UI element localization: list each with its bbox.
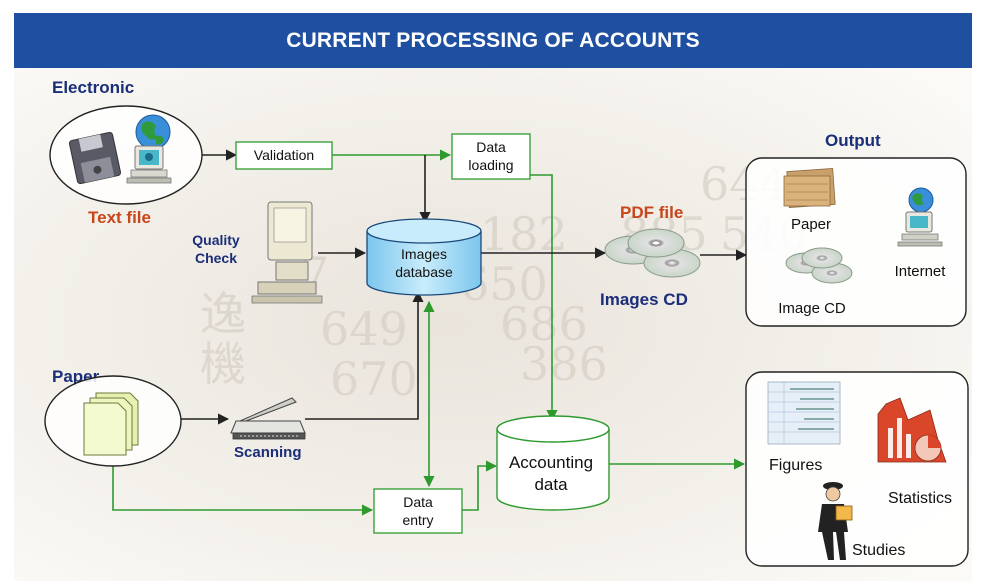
scanner-icon [230, 397, 306, 440]
bar-chart-icon [877, 397, 947, 463]
globe-icon [135, 114, 171, 150]
svg-text:機: 機 [200, 337, 246, 391]
accounting-label-1: Accounting [509, 453, 593, 472]
output-paper-label: Paper [791, 216, 831, 233]
output-heading: Output [825, 131, 881, 150]
flow-scanner-imagesdb [305, 290, 424, 420]
svg-text:逸: 逸 [200, 287, 246, 341]
cd-icon [785, 247, 853, 284]
output-internet-label: Internet [895, 263, 947, 280]
data-entry-label-1: Data [403, 494, 433, 510]
paper-sheets-icon [83, 392, 139, 456]
data-loading-label-2: loading [468, 157, 513, 173]
computer-icon [251, 201, 323, 304]
scanning-label: Scanning [234, 444, 302, 461]
svg-text:182: 182 [480, 207, 568, 261]
pdf-file-label: PDF file [620, 203, 683, 222]
quality-check-label-1: Quality [192, 232, 240, 248]
data-entry-box [373, 488, 463, 534]
quality-check-label-2: Check [195, 250, 237, 266]
spreadsheet-icon [767, 381, 841, 445]
studies-label: Studies [852, 542, 905, 559]
images-database-label-2: database [395, 264, 453, 280]
computer-icon [126, 145, 172, 184]
statistics-label: Statistics [888, 490, 952, 507]
globe-icon [908, 187, 934, 213]
images-database [366, 218, 482, 296]
floppy-disk-icon [68, 131, 122, 185]
data-loading-label-1: Data [476, 139, 506, 155]
computer-icon [897, 211, 943, 247]
page-title: CURRENT PROCESSING OF ACCOUNTS [14, 13, 972, 68]
images-cd-label: Images CD [600, 290, 688, 309]
text-file-label: Text file [88, 208, 151, 227]
cd-icon [604, 228, 701, 278]
flow-paper-dataentry [112, 466, 374, 516]
flow-dataloading-accounting [530, 174, 558, 422]
data-entry-label-2: entry [402, 512, 433, 528]
images-database-label-1: Images [401, 246, 447, 262]
electronic-heading: Electronic [52, 78, 134, 97]
data-loading-box [451, 133, 531, 180]
validation-box [235, 141, 333, 170]
accounting-label-2: data [534, 475, 568, 494]
person-icon [818, 482, 853, 560]
svg-text:686: 686 [500, 297, 588, 351]
paper-stack-icon [783, 168, 836, 208]
accounting-database [496, 415, 610, 511]
validation-label: Validation [254, 147, 314, 163]
svg-text:649: 649 [320, 302, 408, 356]
svg-text:386: 386 [520, 337, 608, 391]
output-image-cd-label: Image CD [778, 300, 846, 317]
flow-dataentry-accounting [462, 460, 498, 511]
svg-text:670: 670 [330, 352, 418, 406]
figures-label: Figures [769, 457, 822, 474]
